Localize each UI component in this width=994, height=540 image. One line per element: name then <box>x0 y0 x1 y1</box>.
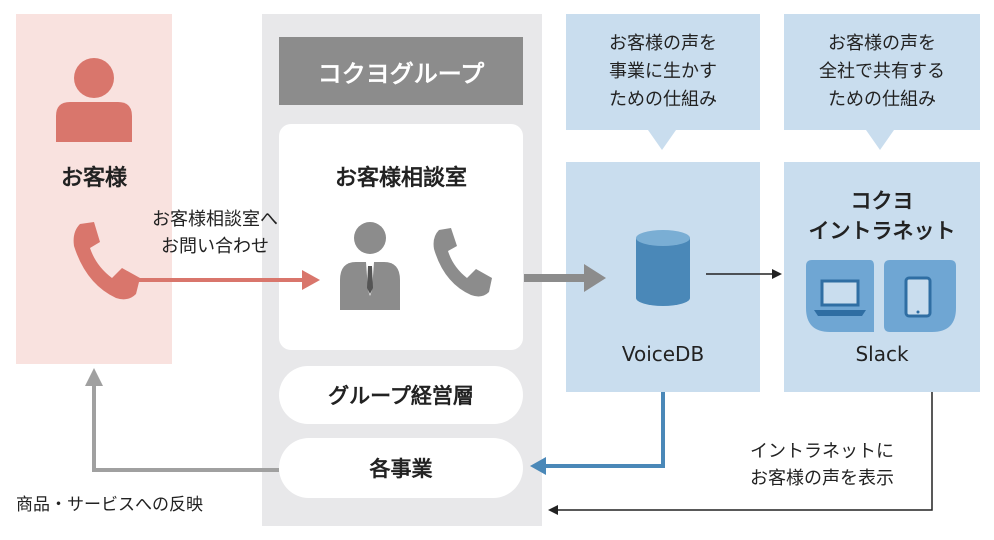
bubble-line: 全社で共有する <box>819 61 945 82</box>
display-arrow-label: イントラネットに お客様の声を表示 <box>722 438 922 492</box>
bubble-line: お客様の声を <box>828 33 936 54</box>
voice-system-bubble: お客様の声を 事業に生かす ための仕組み <box>566 14 760 130</box>
intranet-title-line: イントラネット <box>808 219 956 243</box>
voicedb-label: VoiceDB <box>621 342 705 366</box>
business-units-pill: 各事業 <box>279 438 523 498</box>
bubble-line: ための仕組み <box>828 89 936 110</box>
bubble-pointer <box>648 130 676 150</box>
bubble-line: 事業に生かす <box>609 61 717 82</box>
to-intranet-arrow <box>706 269 782 279</box>
display-line: イントラネットに <box>750 441 894 462</box>
customer-label: お客様 <box>60 166 127 191</box>
inquiry-line: お客様相談室へ <box>152 209 278 230</box>
to-voicedb-arrow <box>524 264 606 292</box>
customer-phone-icon <box>73 222 140 300</box>
feedback-to-business-arrow <box>530 392 665 475</box>
inquiry-arrow-label: お客様相談室へ お問い合わせ <box>122 206 308 260</box>
intranet-title-line: コクヨ <box>850 189 914 213</box>
inquiry-line: お問い合わせ <box>161 236 269 257</box>
bubble-line: ための仕組み <box>609 89 717 110</box>
tablet-icon <box>884 260 956 332</box>
laptop-icon <box>806 260 874 332</box>
consultant-phone-icon <box>433 228 492 297</box>
bubble-pointer <box>866 130 894 150</box>
database-icon <box>636 230 690 306</box>
consultation-room-title: お客様相談室 <box>334 166 467 191</box>
group-header: コクヨグループ <box>279 37 523 105</box>
intranet-display-arrow <box>548 392 933 515</box>
customer-person-icon <box>56 58 132 142</box>
bubble-line: お客様の声を <box>609 33 717 54</box>
reflection-arrow <box>85 368 279 472</box>
consultation-room-box <box>279 124 523 350</box>
reflection-arrow-label: 商品・サービスへの反映 <box>16 495 203 515</box>
inquiry-arrow <box>136 270 320 290</box>
intranet-system-bubble: お客様の声を 全社で共有する ための仕組み <box>784 14 980 130</box>
consultant-person-icon <box>340 222 400 310</box>
intranet-title: コクヨ イントラネット <box>784 186 980 246</box>
slack-label: Slack <box>855 342 909 366</box>
group-management-pill: グループ経営層 <box>279 366 523 424</box>
display-line: お客様の声を表示 <box>750 468 894 489</box>
